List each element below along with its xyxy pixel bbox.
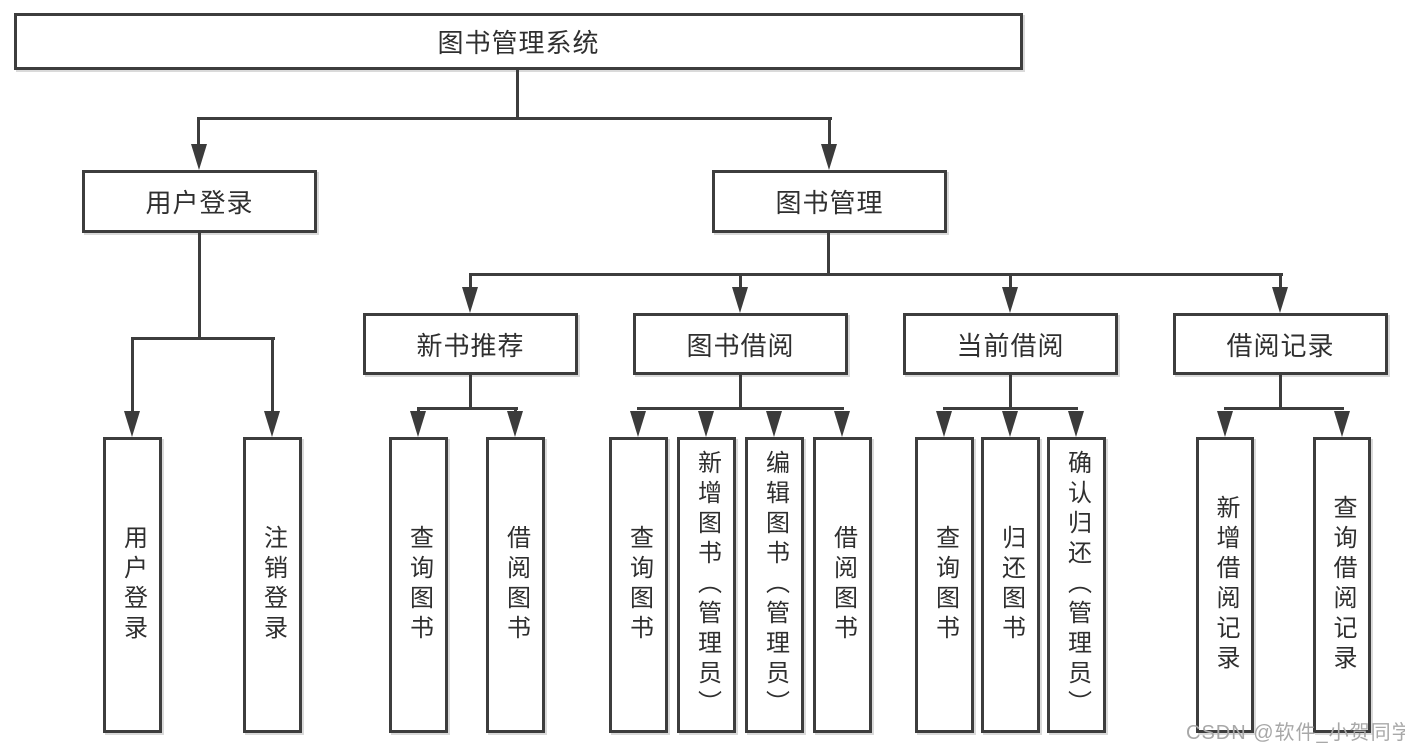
node-label: 图书管理 xyxy=(775,188,884,218)
node-user-login-branch: 用户登录 xyxy=(82,170,317,233)
connector-line xyxy=(739,375,742,407)
connector-arrow xyxy=(1002,287,1018,313)
connector-arrow xyxy=(630,411,646,437)
connector-arrow xyxy=(124,411,140,437)
connector-line xyxy=(943,407,1078,410)
node-label: 图书管理系统 xyxy=(437,28,600,58)
connector-arrow xyxy=(191,144,207,170)
connector-arrow xyxy=(936,411,952,437)
node-library-management-system: 图书管理系统 xyxy=(14,13,1023,70)
node-borrowing-records: 借阅记录 xyxy=(1173,313,1388,375)
connector-line xyxy=(469,273,472,290)
node-label: 新书推荐 xyxy=(416,330,525,361)
connector-arrow xyxy=(732,287,748,313)
connector-line xyxy=(1279,375,1282,407)
leaf-query-books-current: 查询图书 xyxy=(915,437,974,733)
leaf-label: 用户登录 xyxy=(119,525,147,645)
connector-line xyxy=(1009,375,1012,407)
node-current-borrowing: 当前借阅 xyxy=(903,313,1118,375)
leaf-label: 借阅图书 xyxy=(829,525,857,645)
connector-arrow xyxy=(766,411,782,437)
leaf-confirm-return-admin: 确认归还（管理员） xyxy=(1047,437,1106,733)
connector-line xyxy=(1279,273,1282,290)
connector-line xyxy=(516,70,519,118)
connector-line xyxy=(198,117,832,120)
connector-line xyxy=(637,407,844,410)
leaf-borrow-books-recommend: 借阅图书 xyxy=(486,437,545,733)
connector-arrow xyxy=(821,144,837,170)
connector-line xyxy=(131,337,275,340)
connector-arrow xyxy=(698,411,714,437)
node-label: 用户登录 xyxy=(145,188,254,218)
connector-line xyxy=(469,273,1283,276)
node-book-borrowing: 图书借阅 xyxy=(633,313,848,375)
connector-line xyxy=(1009,273,1012,290)
csdn-watermark: CSDN @软件_小贺同学 xyxy=(1186,722,1405,744)
connector-arrow xyxy=(507,411,523,437)
node-label: 图书借阅 xyxy=(686,330,795,361)
connector-arrow xyxy=(1334,411,1350,437)
connector-line xyxy=(1224,407,1344,410)
connector-line xyxy=(271,337,274,414)
leaf-label: 查询图书 xyxy=(405,525,433,645)
connector-line xyxy=(469,375,472,407)
leaf-query-borrow-record: 查询借阅记录 xyxy=(1313,437,1371,733)
leaf-label: 新增图书（管理员） xyxy=(693,450,721,720)
connector-line xyxy=(198,233,201,337)
node-label: 当前借阅 xyxy=(956,330,1065,361)
leaf-query-books-borrowing: 查询图书 xyxy=(609,437,668,733)
connector-arrow xyxy=(834,411,850,437)
connector-arrow xyxy=(1272,287,1288,313)
connector-line xyxy=(417,407,420,414)
leaf-add-book-admin: 新增图书（管理员） xyxy=(677,437,736,733)
connector-line xyxy=(828,117,831,147)
leaf-query-books-recommend: 查询图书 xyxy=(389,437,448,733)
connector-arrow xyxy=(1217,411,1233,437)
connector-arrow xyxy=(1068,411,1084,437)
leaf-label: 查询图书 xyxy=(625,525,653,645)
connector-arrow xyxy=(264,411,280,437)
connector-line xyxy=(417,407,518,410)
leaf-label: 查询借阅记录 xyxy=(1329,495,1356,675)
leaf-user-login: 用户登录 xyxy=(103,437,162,733)
connector-arrow xyxy=(462,287,478,313)
leaf-label: 编辑图书（管理员） xyxy=(761,450,789,720)
leaf-label: 新增借阅记录 xyxy=(1212,495,1239,675)
leaf-logout: 注销登录 xyxy=(243,437,302,733)
leaf-borrow-books-borrowing: 借阅图书 xyxy=(813,437,872,733)
connector-line xyxy=(827,233,830,273)
connector-line xyxy=(131,337,134,414)
connector-line xyxy=(197,117,200,147)
node-new-book-recommendation: 新书推荐 xyxy=(363,313,578,375)
node-book-management: 图书管理 xyxy=(712,170,947,233)
leaf-label: 归还图书 xyxy=(997,525,1025,645)
connector-arrow xyxy=(1002,411,1018,437)
connector-line xyxy=(739,273,742,290)
leaf-label: 确认归还（管理员） xyxy=(1063,450,1091,720)
connector-line xyxy=(514,407,517,414)
leaf-label: 注销登录 xyxy=(259,525,287,645)
leaf-label: 查询图书 xyxy=(931,525,959,645)
leaf-return-books: 归还图书 xyxy=(981,437,1040,733)
leaf-edit-book-admin: 编辑图书（管理员） xyxy=(745,437,804,733)
node-label: 借阅记录 xyxy=(1226,330,1335,361)
leaf-label: 借阅图书 xyxy=(502,525,530,645)
leaf-add-borrow-record: 新增借阅记录 xyxy=(1196,437,1254,733)
connector-arrow xyxy=(410,411,426,437)
